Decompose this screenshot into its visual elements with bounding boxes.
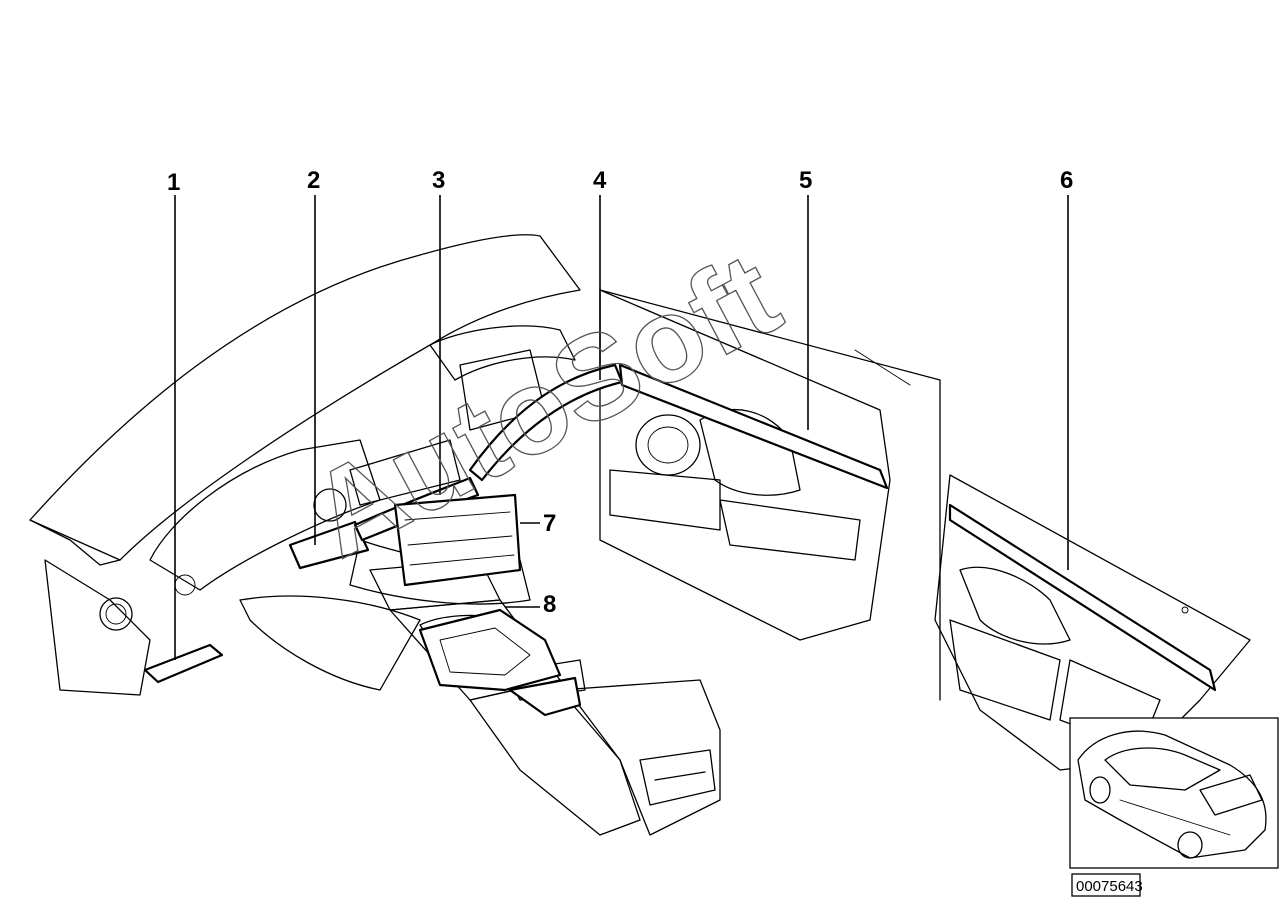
callout-2: 2	[307, 167, 320, 194]
reference-number: 00075643	[1076, 878, 1143, 895]
trim-panel-8	[418, 608, 562, 692]
trim-strips	[143, 363, 1217, 692]
front-door-illustration	[599, 289, 941, 701]
callout-8: 8	[543, 591, 556, 618]
trim-panel-7	[393, 493, 522, 587]
trim-strip-6	[948, 503, 1217, 692]
leader-lines	[174, 195, 1069, 660]
trim-strip-5	[618, 363, 889, 490]
callout-6: 6	[1060, 167, 1073, 194]
car-thumbnail-icon	[1077, 730, 1267, 859]
callout-4: 4	[593, 167, 607, 194]
callout-3: 3	[432, 167, 445, 194]
trim-strip-2	[288, 520, 370, 570]
callout-1: 1	[167, 169, 180, 196]
trim-strip-1	[143, 643, 224, 684]
callout-5: 5	[799, 167, 812, 194]
callout-7: 7	[543, 510, 556, 537]
inset-car-view: 00075643	[1069, 717, 1279, 897]
